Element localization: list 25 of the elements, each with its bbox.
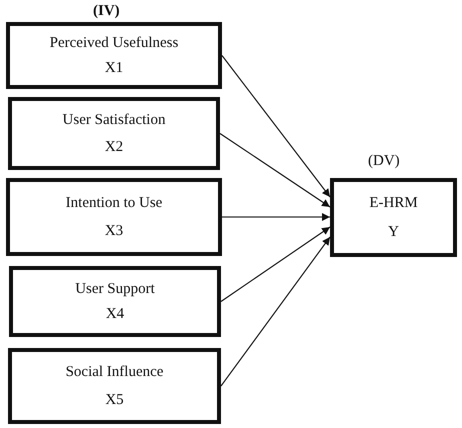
- variable-box: [8, 348, 221, 424]
- variable-code: X3: [104, 222, 124, 240]
- variable-code: X5: [105, 390, 124, 409]
- arrow: [220, 226, 330, 302]
- variable-box: [6, 178, 222, 256]
- variable-name: Perceived Usefulness: [50, 34, 178, 52]
- arrow: [220, 133, 330, 208]
- variable-code: Y: [388, 222, 399, 241]
- variable-box: [8, 97, 220, 170]
- group-label: (IV): [93, 2, 120, 20]
- arrow: [222, 213, 330, 221]
- variable-name: User Satisfaction: [62, 111, 166, 130]
- variable-name: E-HRM: [369, 194, 418, 212]
- variable-code: X4: [106, 305, 124, 324]
- variable-box: [9, 266, 221, 337]
- variable-box: [6, 22, 222, 89]
- variable-name: Social Influence: [66, 363, 164, 382]
- variable-name: User Support: [75, 280, 155, 298]
- variable-code: X1: [104, 58, 124, 77]
- arrow: [222, 55, 330, 198]
- variable-code: X2: [104, 138, 124, 156]
- variable-box: [330, 178, 457, 257]
- arrow: [220, 236, 330, 386]
- variable-type-label: (DV): [368, 152, 400, 170]
- variable-name: Intention to Use: [66, 194, 162, 212]
